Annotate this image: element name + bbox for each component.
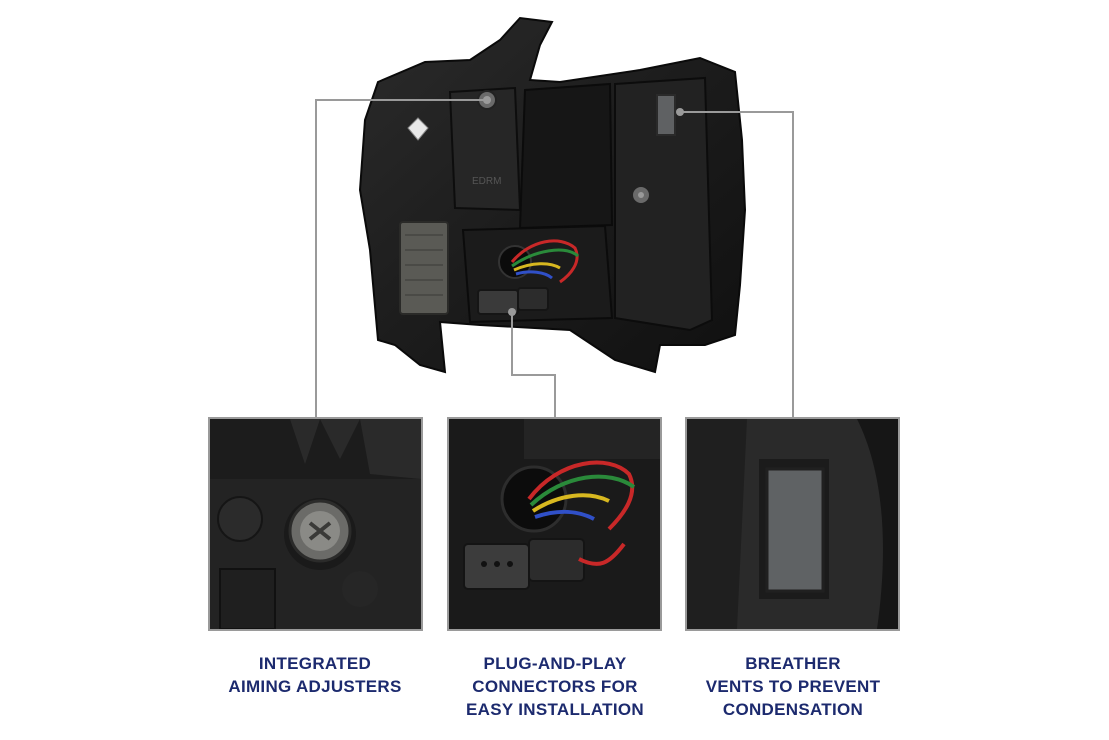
caption-line: CONNECTORS FOR: [472, 677, 638, 696]
feature-caption-aiming: INTEGRATED AIMING ADJUSTERS: [190, 652, 440, 698]
caption-line: BREATHER: [745, 654, 841, 673]
svg-text:EDRM: EDRM: [472, 176, 501, 187]
caption-line: EASY INSTALLATION: [466, 700, 644, 719]
feature-caption-connectors: PLUG-AND-PLAY CONNECTORS FOR EASY INSTAL…: [430, 652, 680, 721]
caption-line: VENTS TO PREVENT: [705, 677, 881, 696]
leader-line-connector: [511, 312, 556, 417]
caption-line: INTEGRATED: [258, 654, 372, 673]
caption-line: CONDENSATION: [722, 700, 864, 719]
ballast-box: [399, 221, 449, 315]
connector-closeup: [447, 417, 662, 631]
aiming-adjuster-closeup: [208, 417, 423, 631]
feature-caption-vents: BREATHER VENTS TO PREVENT CONDENSATION: [668, 652, 918, 721]
caption-line: PLUG-AND-PLAY: [483, 654, 627, 673]
leader-line-aiming: [315, 99, 487, 417]
leader-line-vent: [680, 111, 794, 417]
caption-line: AIMING ADJUSTERS: [228, 677, 402, 696]
breather-vent-closeup: [685, 417, 900, 631]
